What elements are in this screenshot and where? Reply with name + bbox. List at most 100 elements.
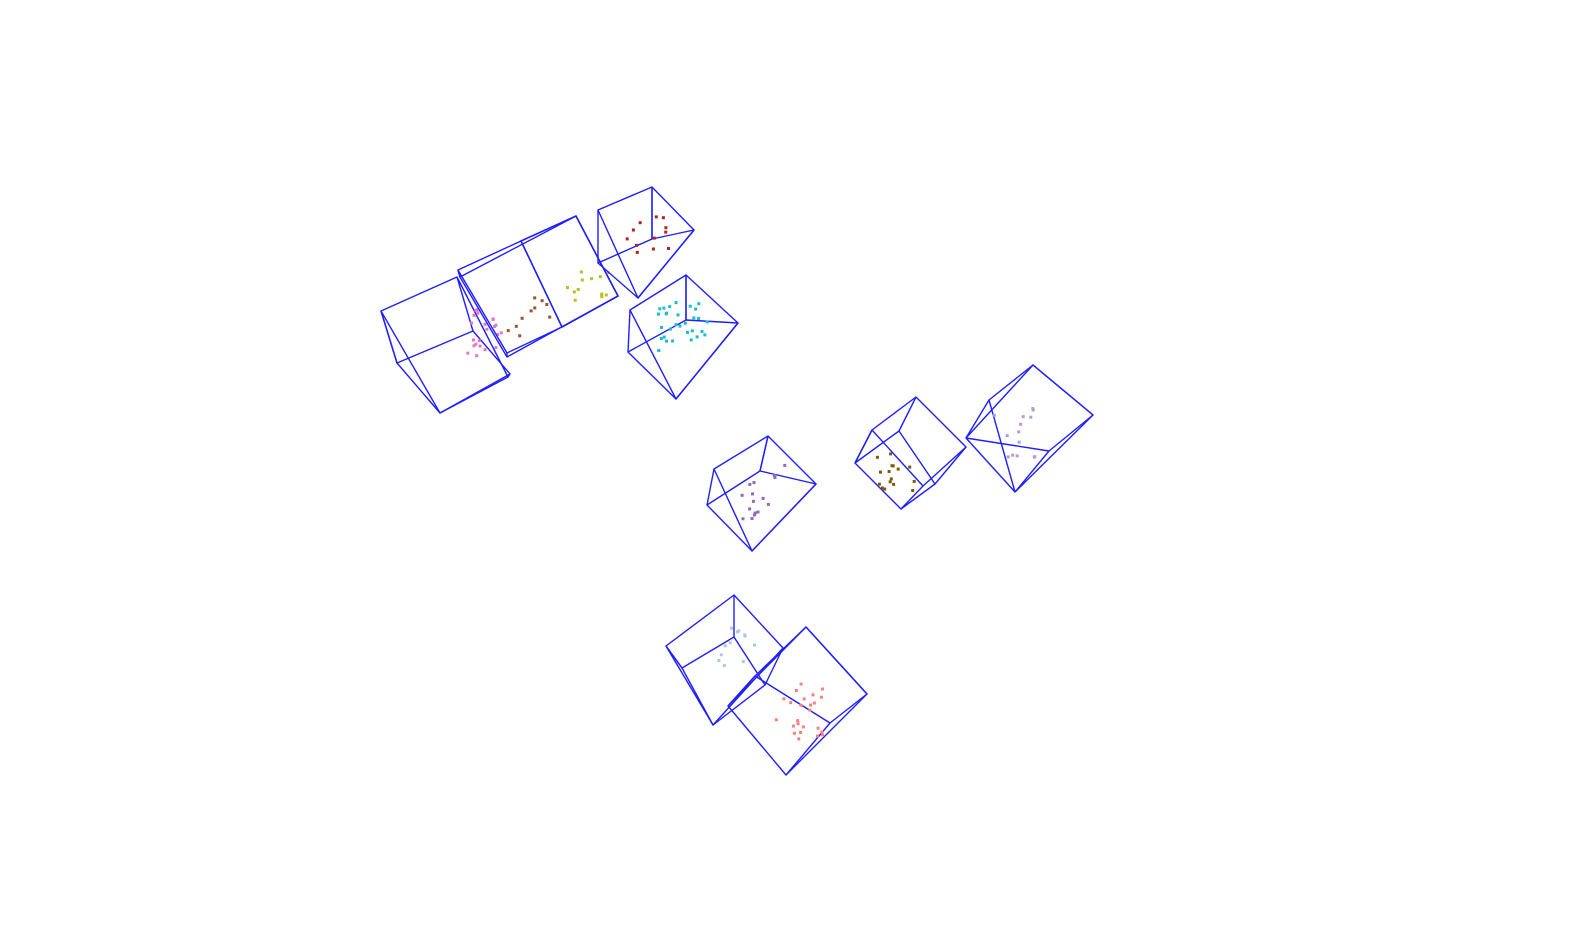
box-brown-edge — [854, 429, 873, 464]
box-pink-point — [485, 327, 489, 331]
box-red-point — [652, 236, 656, 240]
box-red-point — [664, 230, 668, 234]
box-lavender-point — [1031, 408, 1035, 412]
box-red-point — [634, 243, 638, 247]
box-brown-mid-point — [506, 329, 510, 333]
box-brown-edge — [934, 446, 967, 485]
box-pink-point — [496, 333, 500, 336]
box-salmon-point — [802, 697, 806, 701]
box-red — [597, 186, 695, 299]
box-lightblue — [665, 594, 784, 726]
box-cyan-point — [660, 325, 663, 329]
box-purple-front-face — [713, 435, 817, 552]
box-lightblue-point — [741, 660, 745, 663]
box-brown-mid-point — [520, 316, 524, 320]
box-brown-point — [911, 489, 915, 492]
box-purple-point — [748, 507, 752, 511]
box-red-point — [654, 215, 658, 219]
box-cyan-point — [674, 323, 678, 327]
box-lavender-point — [1017, 440, 1021, 444]
box-brown — [854, 396, 967, 510]
box-salmon-point — [820, 730, 824, 734]
box-pink-point — [499, 331, 503, 335]
box-salmon-point — [796, 722, 800, 726]
box-olive — [520, 215, 619, 328]
box-lightblue-point — [717, 659, 721, 663]
box-purple-point — [741, 517, 745, 521]
box-cyan-point — [686, 330, 689, 334]
box-pink-point — [483, 348, 487, 352]
box-brown-mid-point — [540, 299, 544, 303]
box-lightblue-edge — [665, 645, 683, 669]
box-salmon-point — [816, 734, 819, 738]
box-cyan-edge — [627, 309, 631, 353]
box-brown-point — [875, 455, 879, 459]
box-lavender-edge — [965, 399, 990, 439]
box-purple-point — [756, 510, 760, 514]
box-purple-point — [753, 511, 757, 515]
box-brown-point — [888, 480, 892, 484]
box-cyan-point — [703, 333, 707, 337]
box-purple-point — [773, 476, 777, 479]
box-pink-point — [472, 313, 476, 317]
box-cyan-point — [694, 307, 698, 311]
box-olive-point — [579, 270, 583, 274]
box-olive-point — [566, 286, 569, 290]
box-lavender-edge — [965, 437, 1016, 493]
box-brown-point — [891, 464, 895, 468]
box-purple-point — [772, 474, 776, 477]
box-salmon-front-face — [727, 626, 868, 776]
box-pink-point — [491, 317, 495, 321]
box-cyan-point — [689, 338, 693, 342]
box-cyan-point — [659, 337, 663, 340]
box-purple-point — [752, 513, 756, 517]
box-brown-mid-point — [533, 306, 537, 310]
box-cyan-point — [658, 307, 662, 311]
box-pink-point — [478, 344, 482, 348]
box-pink-point — [476, 311, 480, 315]
box-purple-back-face — [706, 470, 817, 552]
box-red-back-face — [597, 229, 695, 299]
box-purple-point — [740, 493, 744, 497]
box-pink-front-face — [380, 276, 509, 414]
box-purple-edge — [706, 468, 715, 506]
box-salmon-point — [796, 719, 800, 723]
box-lightblue-point — [730, 626, 734, 630]
box-purple-point — [750, 517, 754, 520]
box-olive-point — [573, 298, 577, 302]
box-cyan-point — [700, 330, 704, 333]
box-salmon-point — [794, 689, 798, 692]
box-salmon-point — [808, 708, 812, 712]
box-pink-point — [471, 338, 475, 342]
box-pink — [380, 276, 511, 414]
box-purple-point — [751, 499, 755, 503]
box-lightblue-point — [719, 653, 723, 657]
box-cyan-point — [662, 335, 666, 339]
box-salmon-point — [789, 701, 793, 705]
box-brown-mid-point — [518, 334, 522, 338]
box-olive-point — [572, 290, 576, 294]
box-red-point — [638, 221, 642, 225]
box-cyan-point — [678, 324, 682, 328]
box-lavender-point — [1029, 415, 1033, 419]
box-brown-point — [889, 477, 893, 481]
box-olive-back-face — [520, 215, 619, 328]
box-brown-mid-front-face — [457, 240, 563, 354]
box-lavender-point — [1017, 430, 1021, 434]
box-lightblue-point — [722, 664, 726, 668]
box-brown-point — [883, 487, 887, 491]
box-pink-point — [477, 339, 481, 343]
box-brown-point — [892, 482, 896, 486]
box-brown-point — [877, 482, 881, 486]
box-brown-mid — [457, 215, 619, 358]
box-lavender-front-face — [965, 364, 1094, 452]
box-brown-point — [889, 452, 893, 456]
box-brown-edge — [898, 396, 917, 432]
box-cyan-point — [657, 312, 660, 316]
box-red-point — [664, 226, 668, 230]
box-lightblue-point — [743, 634, 747, 638]
box-cyan-point — [665, 339, 668, 343]
box-purple-point — [748, 482, 752, 486]
